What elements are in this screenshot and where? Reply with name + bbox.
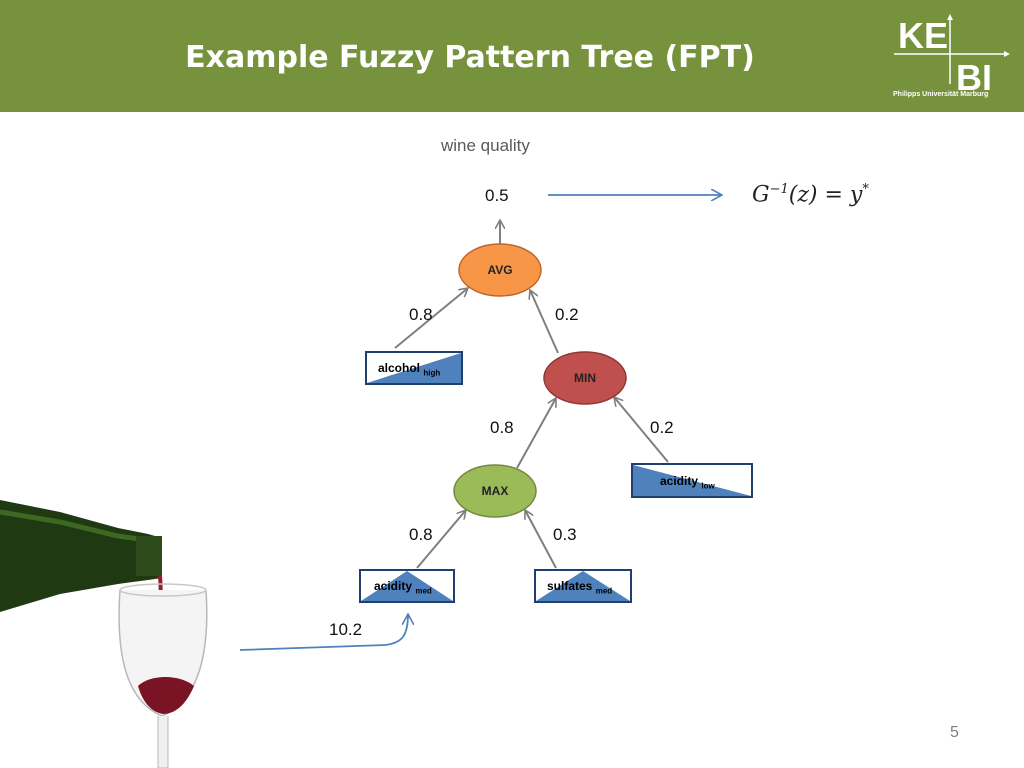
input-value: 10.2: [329, 620, 363, 639]
edge-alcohol-avg: [394, 288, 468, 349]
formula-star: *: [862, 182, 869, 197]
max-node-label: MAX: [481, 484, 509, 498]
weight-max-right: 0.3: [553, 525, 577, 544]
leaf-acidity-med-label: acidity med: [374, 579, 432, 595]
weight-avg-left: 0.8: [409, 305, 433, 324]
leaf-acidity-low-label: acidity low: [660, 474, 715, 490]
leaf-name: acidity: [374, 579, 413, 593]
weight-min-right: 0.2: [650, 418, 674, 437]
leaf-name: alcohol: [378, 361, 421, 375]
inverse-transform-formula: G−1(z) = y*: [752, 182, 869, 207]
weight-avg-right: 0.2: [555, 305, 579, 324]
leaf-sub: high: [423, 368, 441, 378]
wine-pour-illustration: [0, 500, 208, 768]
leaf-sub: med: [415, 586, 432, 596]
slide-title: Example Fuzzy Pattern Tree (FPT): [185, 40, 755, 75]
weight-min-left: 0.8: [490, 418, 514, 437]
leaf-name: acidity: [660, 474, 699, 488]
leaf-acidity-med: [359, 569, 455, 603]
leaf-sulfates-med: [534, 569, 632, 603]
logo-subtitle: Philipps Universität Marburg: [893, 91, 989, 98]
edge-max-min: [516, 398, 557, 469]
input-value-arrow: [239, 614, 408, 651]
edge-min-avg: [530, 290, 559, 354]
leaf-acidity-low: [631, 463, 753, 498]
avg-node: [458, 243, 542, 297]
leaf-sub: low: [701, 481, 715, 491]
weight-max-left: 0.8: [409, 525, 433, 544]
kebi-logo: KE BI: [894, 14, 1010, 98]
edge-acidity-low-min: [614, 397, 669, 463]
edge-sulfates-max: [525, 510, 557, 569]
leaf-sulfates-med-label: sulfates med: [547, 579, 612, 595]
leaf-sub: med: [595, 586, 613, 596]
min-node: [543, 351, 627, 405]
output-value: 0.5: [485, 186, 509, 205]
formula-arg: (z) = y: [788, 182, 863, 208]
logo-text-ke: KE: [898, 15, 948, 56]
min-node-label: MIN: [574, 371, 596, 385]
formula-exp: −1: [769, 182, 789, 197]
leaf-alcohol-label: alcohol high: [378, 361, 440, 377]
edge-acidity-med-max: [416, 510, 466, 569]
formula-base: G: [752, 182, 770, 208]
leaf-alcohol-high: [365, 351, 463, 385]
leaf-name: sulfates: [547, 579, 593, 593]
logo-text-bi: BI: [956, 57, 992, 98]
avg-node-label: AVG: [487, 263, 513, 277]
max-node: [453, 464, 537, 518]
page-number: 5: [950, 724, 959, 741]
slide-header: [0, 0, 1024, 112]
root-label: wine quality: [441, 136, 530, 155]
